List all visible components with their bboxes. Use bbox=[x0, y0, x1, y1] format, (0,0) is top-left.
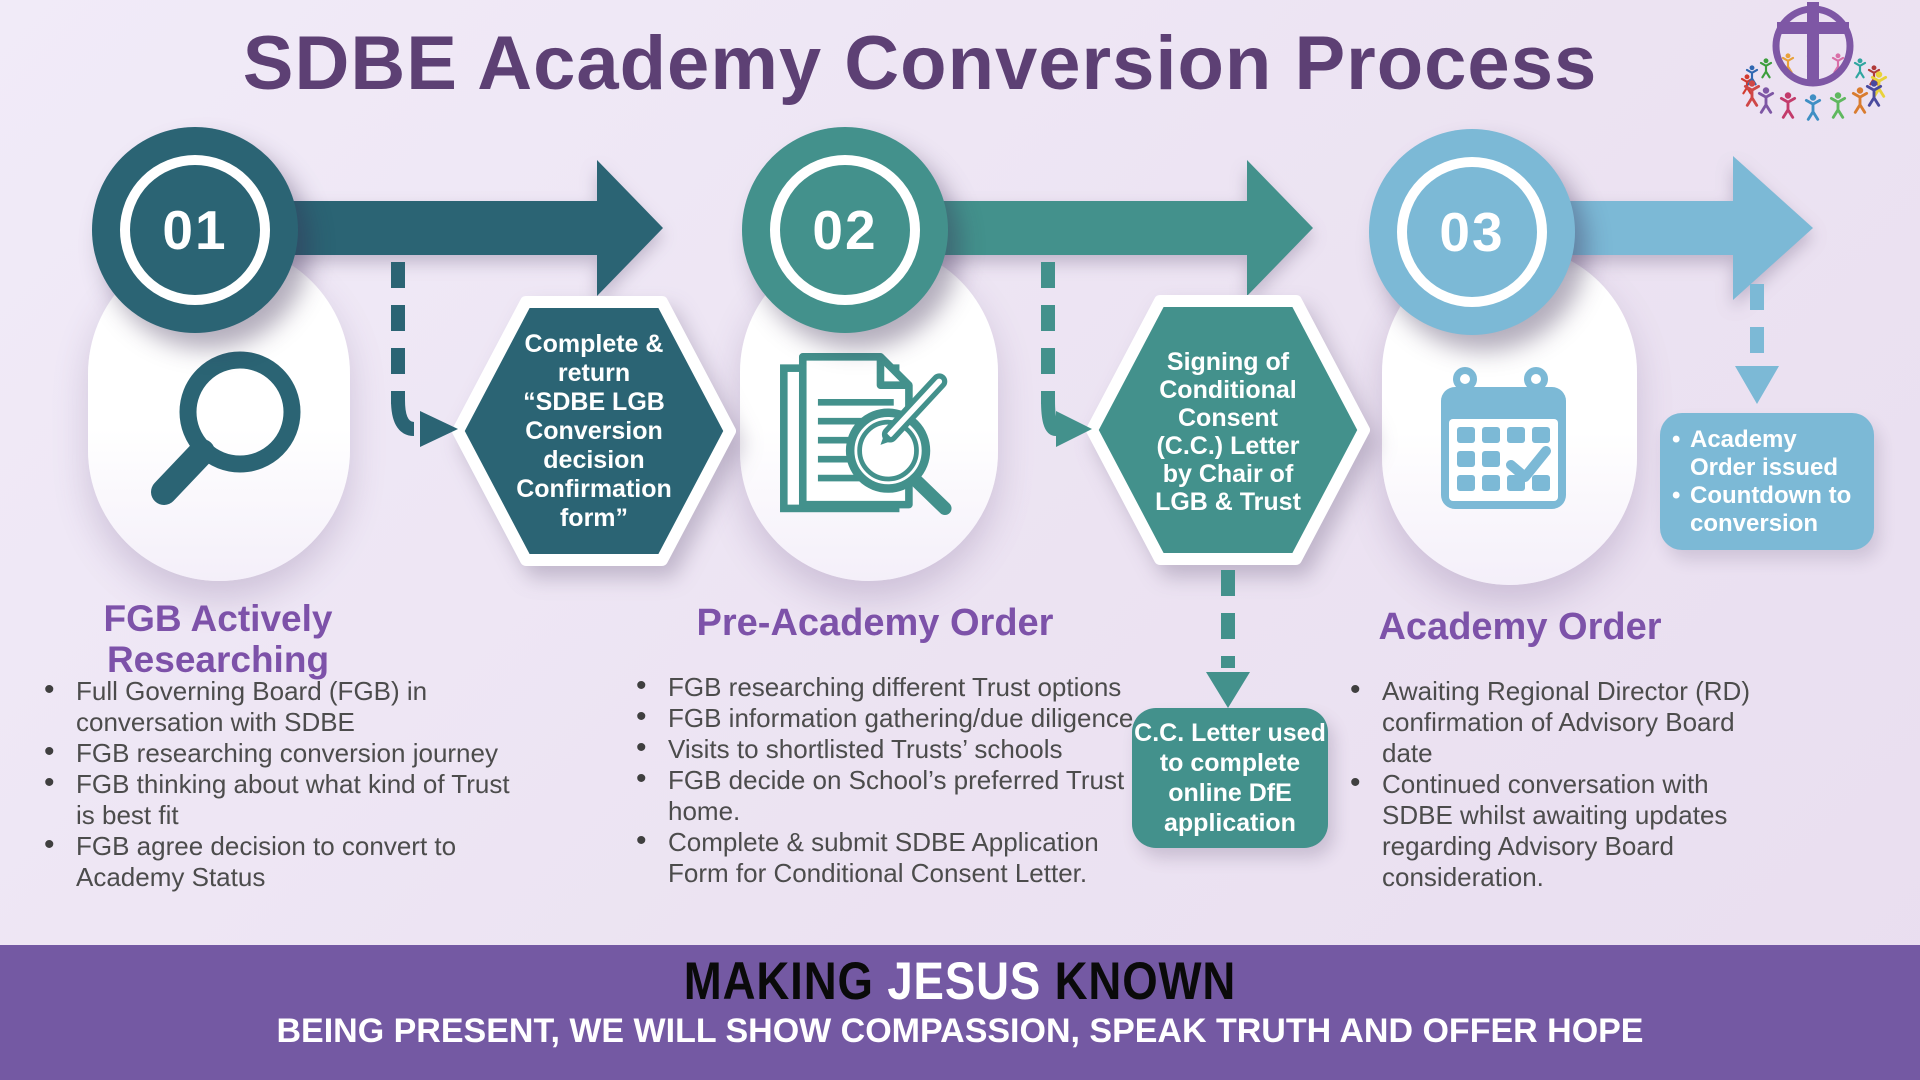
calendar-icon bbox=[1441, 367, 1566, 509]
step3-bullet-list: Awaiting Regional Director (RD) confirma… bbox=[1346, 674, 1826, 893]
step3-callout-item: Academy Order issued bbox=[1660, 426, 1874, 482]
page-title: SDBE Academy Conversion Process bbox=[242, 21, 1598, 106]
footer-slogan-known: KNOWN bbox=[1054, 952, 1237, 1011]
step3-callout-box: Academy Order issued Countdown to conver… bbox=[1660, 413, 1874, 550]
step3-callout-item: Countdown to conversion bbox=[1660, 482, 1874, 538]
step3-heading: Academy Order bbox=[1378, 606, 1662, 648]
step1-heading: FGB Actively Researching bbox=[103, 598, 333, 680]
step2-number: 02 bbox=[812, 199, 878, 261]
bullet-item: FGB researching conversion journey bbox=[40, 736, 560, 769]
step3-number-badge: 03 bbox=[1369, 129, 1575, 335]
footer-slogan-jesus: JESUS bbox=[887, 952, 1042, 1011]
step3-number: 03 bbox=[1439, 201, 1505, 263]
bullet-item: FGB agree decision to convert to Academy… bbox=[40, 829, 560, 893]
step1-dashed-connector bbox=[391, 262, 458, 447]
bullet-item: FGB thinking about what kind of Trust is… bbox=[40, 767, 560, 831]
step2-bullet-list: FGB researching different Trust options … bbox=[632, 670, 1162, 889]
bullet-item: Continued conversation with SDBE whilst … bbox=[1346, 767, 1826, 893]
circle-of-people-church-logo bbox=[1740, 2, 1888, 121]
magnifying-glass-icon bbox=[151, 351, 301, 505]
step1-number: 01 bbox=[162, 199, 228, 261]
step1-hexagon-label: Complete & return “SDBE LGB Conversion d… bbox=[516, 330, 672, 532]
bullet-item: Complete & submit SDBE Application Form … bbox=[632, 825, 1162, 889]
document-review-icon bbox=[780, 353, 952, 516]
bullet-item: Awaiting Regional Director (RD) confirma… bbox=[1346, 674, 1826, 769]
step1-number-badge: 01 bbox=[92, 127, 298, 333]
step2-hexagon-label: Signing of Conditional Consent (C.C.) Le… bbox=[1155, 348, 1301, 516]
footer-tagline: BEING PRESENT, WE WILL SHOW COMPASSION, … bbox=[276, 1012, 1644, 1050]
step2-number-badge: 02 bbox=[742, 127, 948, 333]
step1-hexagon bbox=[452, 296, 736, 566]
step2-heading: Pre-Academy Order bbox=[696, 602, 1054, 644]
step2-down-connector bbox=[1206, 570, 1250, 708]
bullet-item: FGB researching different Trust options bbox=[632, 670, 1162, 703]
footer-slogan: MAKING JESUS KNOWN bbox=[134, 951, 1785, 1012]
footer-slogan-making: MAKING bbox=[683, 952, 874, 1011]
bullet-item: FGB decide on School’s preferred Trust h… bbox=[632, 763, 1162, 827]
bullet-item: Visits to shortlisted Trusts’ schools bbox=[632, 732, 1162, 765]
bullet-item: Full Governing Board (FGB) in conversati… bbox=[40, 674, 560, 738]
step2-hexagon bbox=[1086, 295, 1370, 565]
step3-dashed-connector bbox=[1735, 284, 1779, 404]
step1-bullet-list: Full Governing Board (FGB) in conversati… bbox=[40, 674, 560, 893]
footer-banner: MAKING JESUS KNOWN BEING PRESENT, WE WIL… bbox=[0, 945, 1920, 1080]
bullet-item: FGB information gathering/due diligence bbox=[632, 701, 1162, 734]
step2-dashed-connector bbox=[1041, 262, 1092, 447]
